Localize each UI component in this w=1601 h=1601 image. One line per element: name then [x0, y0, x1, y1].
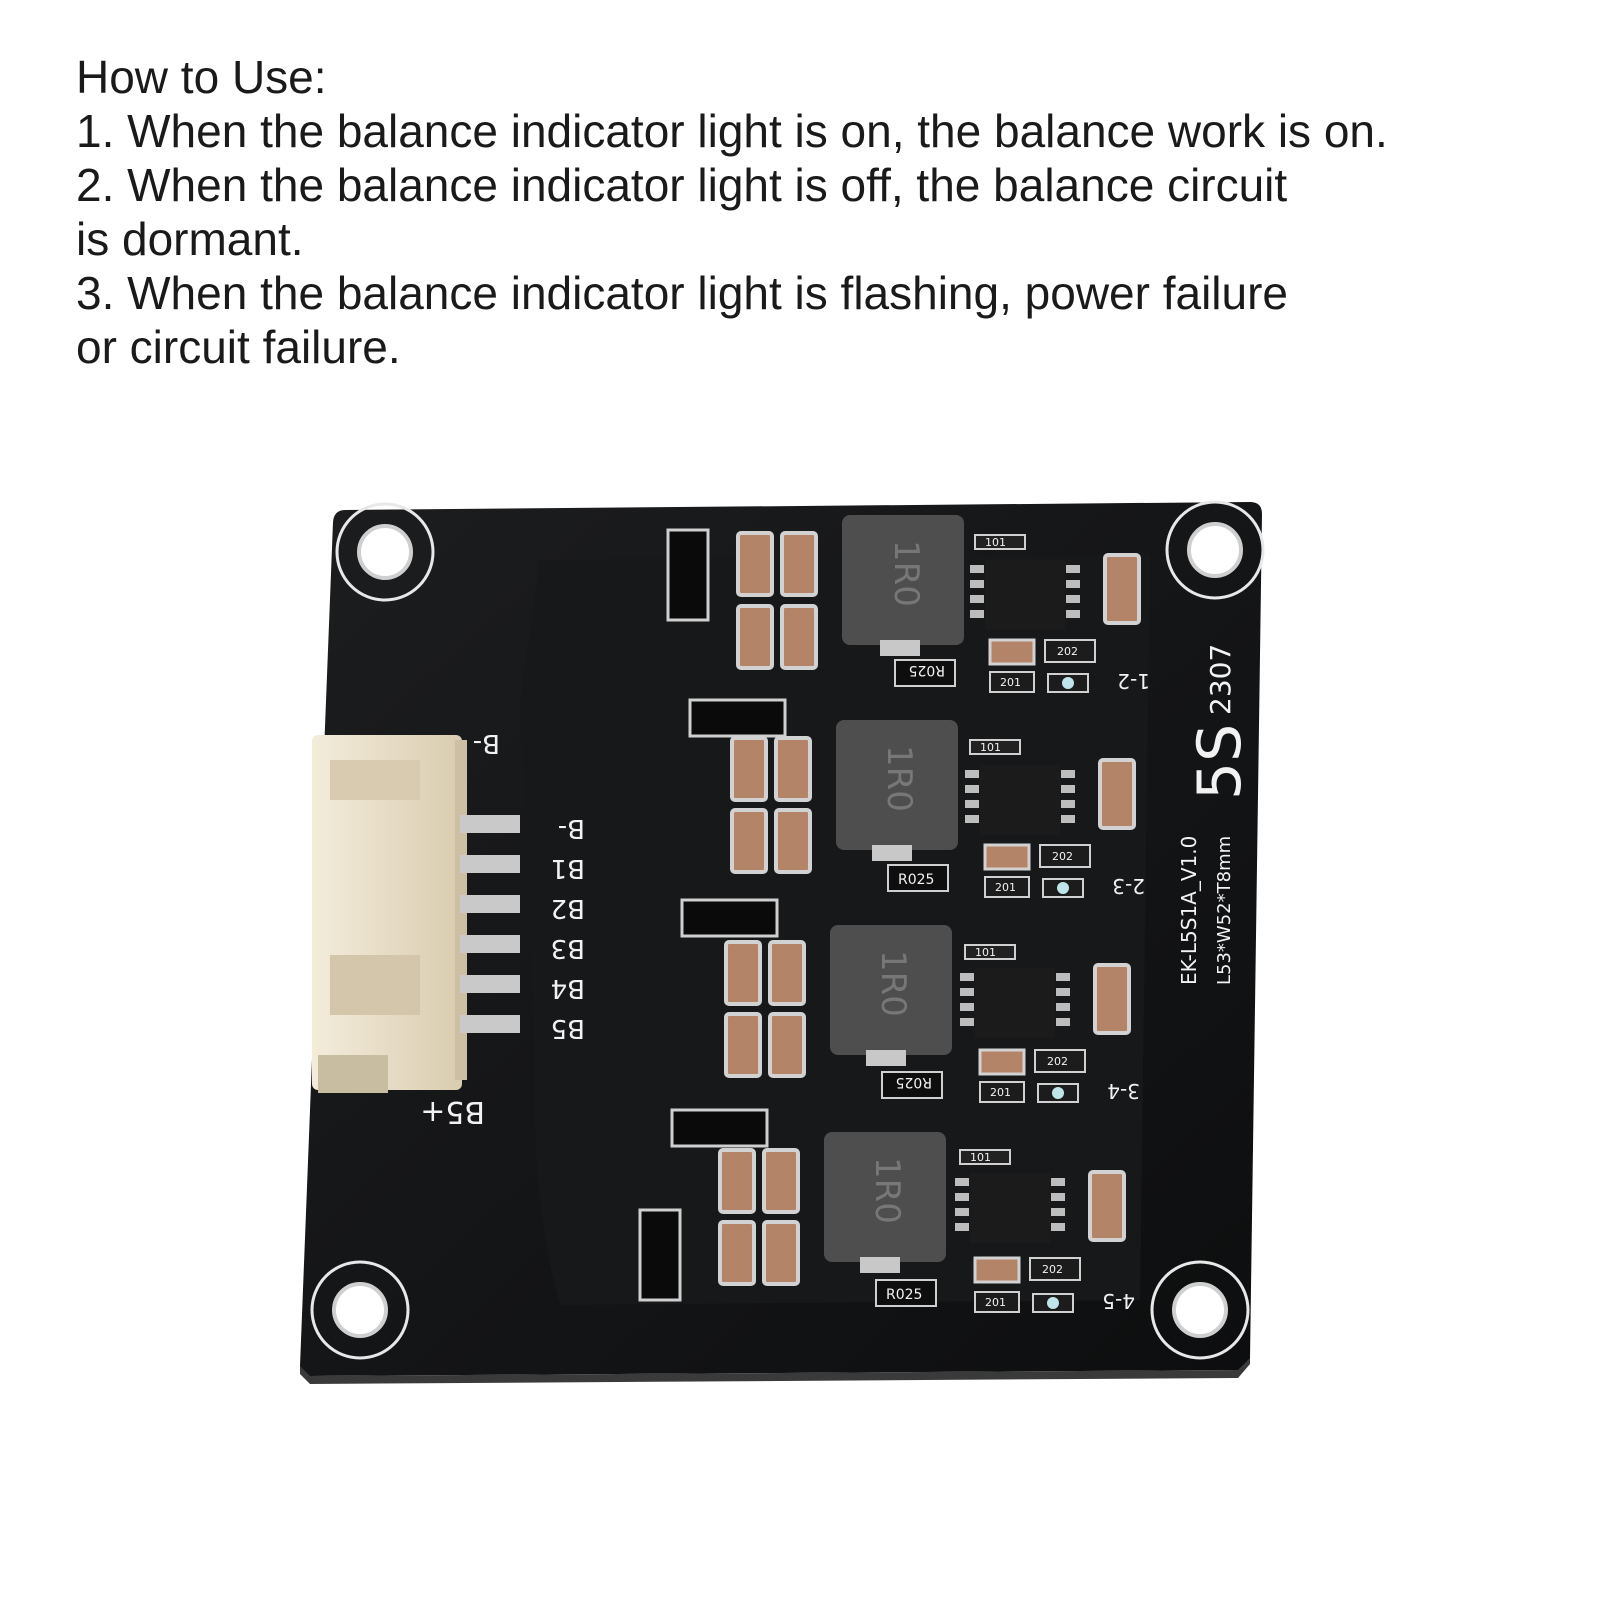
shunt-marking-3: R025: [896, 1074, 932, 1090]
silk-pin-label-5: B4: [551, 973, 585, 1003]
capacitor-bank-4: [718, 1148, 800, 1286]
shunt-marking-2: R025: [898, 872, 934, 888]
balance-connector: [312, 735, 467, 1093]
silk-pin-label-6: B5: [551, 1013, 585, 1043]
channel-label-4: 4-5: [1102, 1289, 1135, 1313]
silk-pin-label-1: B-: [558, 813, 585, 843]
resistor-marking-3b: 202: [1047, 1055, 1068, 1068]
resistor-marking-1b: 202: [1057, 645, 1078, 658]
silk-top-label: B-: [473, 728, 500, 758]
resistor-marking-2b: 202: [1052, 850, 1073, 863]
resistor-marking-4a: 101: [970, 1151, 991, 1164]
silk-date-code: 2307: [1204, 644, 1237, 715]
mounting-hole-bottom-left: [310, 1260, 410, 1360]
channel-label-3: 3-4: [1107, 1079, 1140, 1103]
balance-channel-1: 1R0 101 R025 202 201 1-2: [666, 515, 1150, 693]
capacitor-bank-2: [730, 736, 812, 874]
instructions-heading: How to Use:: [76, 51, 327, 103]
silk-model: EK-L5S1A_V1.0: [1177, 836, 1201, 985]
instruction-line-2b: is dormant.: [76, 213, 304, 265]
balance-channel-4: 1R0 101 R025 202 201 4-5: [638, 1108, 1135, 1313]
resistor-marking-3a: 101: [975, 946, 996, 959]
resistor-marking-4b: 202: [1042, 1263, 1063, 1276]
channel-label-2: 2-3: [1112, 874, 1145, 898]
silk-pin-label-2: B1: [551, 853, 585, 883]
instruction-line-3a: 3. When the balance indicator light is f…: [76, 267, 1289, 319]
silk-pin-label-4: B3: [551, 933, 585, 963]
indicator-led-1: [1062, 677, 1074, 689]
resistor-marking-2a: 101: [980, 741, 1001, 754]
balance-channel-3: 1R0 101 R025 202 201 3-4: [680, 898, 1140, 1103]
channel-label-1: 1-2: [1117, 669, 1150, 693]
connector-pins: [460, 815, 520, 1033]
inductor-marking-1: 1R0: [886, 540, 926, 607]
shunt-marking-1: R025: [909, 662, 945, 678]
mounting-hole-top-right: [1165, 500, 1265, 600]
indicator-led-2: [1057, 882, 1069, 894]
silk-pin-label-3: B2: [551, 893, 585, 923]
shunt-marking-4: R025: [886, 1287, 922, 1303]
inductor-marking-3: 1R0: [873, 950, 913, 1017]
resistor-marking-4c: 201: [985, 1296, 1006, 1309]
resistor-marking-1a: 101: [985, 536, 1006, 549]
balance-channel-2: 1R0 101 R025 202 201 2-3: [688, 698, 1145, 898]
silk-cell-count: 5S: [1185, 724, 1255, 800]
indicator-led-3: [1052, 1087, 1064, 1099]
silk-dimensions: L53*W52*T8mm: [1214, 836, 1235, 985]
indicator-led-4: [1047, 1297, 1059, 1309]
resistor-marking-2c: 201: [995, 881, 1016, 894]
resistor-marking-1c: 201: [1000, 676, 1021, 689]
resistor-marking-3c: 201: [990, 1086, 1011, 1099]
mounting-hole-bottom-right: [1150, 1260, 1250, 1360]
capacitor-bank-3: [724, 940, 806, 1078]
instruction-line-2a: 2. When the balance indicator light is o…: [76, 159, 1288, 211]
instruction-line-3b: or circuit failure.: [76, 321, 401, 373]
capacitor-bank-1: [736, 531, 818, 670]
inductor-marking-2: 1R0: [879, 745, 919, 812]
usage-instructions: How to Use: 1. When the balance indicato…: [76, 50, 1576, 374]
silk-bottom-label: B5+: [420, 1094, 485, 1129]
instruction-line-1: 1. When the balance indicator light is o…: [76, 105, 1388, 157]
mounting-hole-top-left: [335, 502, 435, 602]
inductor-marking-4: 1R0: [867, 1157, 907, 1224]
